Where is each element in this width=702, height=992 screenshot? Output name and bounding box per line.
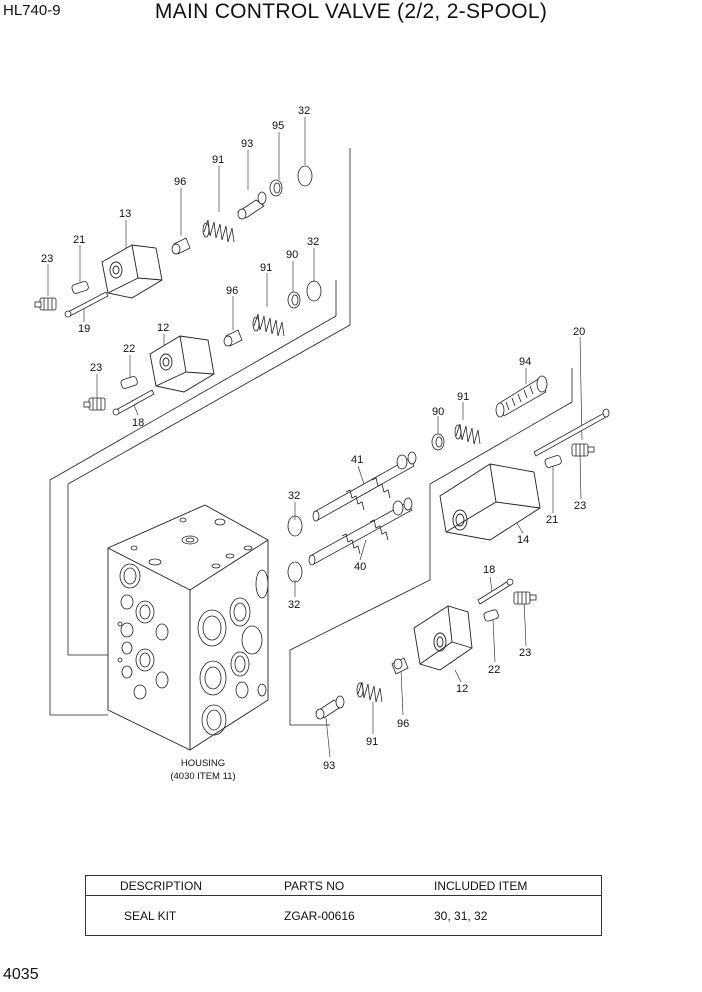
callout-96: 96 (174, 176, 186, 188)
callout-96: 96 (226, 285, 238, 297)
cover-14 (439, 463, 541, 541)
bolt-20 (533, 408, 610, 457)
cell-parts-no: ZGAR-00616 (284, 895, 434, 936)
cover-12-lower (413, 605, 473, 671)
ring-90-upper (287, 291, 301, 309)
seal-kit-table: DESCRIPTION PARTS NO INCLUDED ITEM SEAL … (85, 875, 602, 936)
spring-seat-94 (495, 375, 548, 418)
assembly-frame-right (429, 368, 573, 538)
callout-93: 93 (323, 760, 335, 772)
callout-23: 23 (90, 362, 102, 374)
spring-91-right (454, 423, 481, 445)
cell-description: SEAL KIT (85, 895, 284, 936)
spring-91-lower (356, 681, 383, 703)
callout-32: 32 (307, 236, 319, 248)
model-code: HL740-9 (3, 2, 61, 19)
oring-32-upper (297, 165, 313, 187)
callout-41: 41 (351, 454, 363, 466)
callout-91: 91 (212, 154, 224, 166)
spacer-21-upper (71, 281, 89, 294)
callout-90: 90 (286, 249, 298, 261)
housing-caption-line-1: HOUSING (181, 758, 225, 769)
callout-20: 20 (573, 326, 585, 338)
ring-90-right (431, 433, 445, 451)
callout-32: 32 (288, 599, 300, 611)
spacer-21-right (544, 455, 562, 468)
callout-18: 18 (132, 417, 144, 429)
assembly-frame-upper (67, 148, 351, 656)
housing-caption-line-2: (4030 ITEM 11) (170, 771, 235, 782)
bolt-19 (64, 291, 109, 318)
spacer-22-lower (483, 609, 499, 622)
bolt-18-lower (477, 578, 514, 605)
callout-94: 94 (519, 356, 531, 368)
bolt-18-upper (112, 389, 155, 416)
callout-12: 12 (456, 683, 468, 695)
oring-32-middle (306, 280, 322, 302)
callout-22: 22 (123, 343, 135, 355)
callout-19: 19 (78, 323, 90, 335)
plug-93-upper (237, 191, 267, 220)
valve-housing (107, 504, 269, 751)
callout-91: 91 (260, 262, 272, 274)
callout-95: 95 (272, 120, 284, 132)
spacer-22 (120, 376, 138, 389)
callout-93: 93 (241, 138, 253, 150)
header-description: DESCRIPTION (85, 875, 284, 896)
ring-95 (269, 179, 283, 197)
callout-90: 90 (432, 406, 444, 418)
plug-93-lower (315, 695, 345, 720)
header-parts-no: PARTS NO (284, 875, 434, 896)
seat-96-lower (391, 657, 409, 675)
table-header-row: DESCRIPTION PARTS NO INCLUDED ITEM (85, 875, 602, 896)
oring-32-spool-lower (287, 561, 303, 583)
callout-22: 22 (488, 664, 500, 676)
spring-91-upper (202, 219, 235, 243)
seat-96-upper (171, 237, 191, 255)
callout-23: 23 (41, 253, 53, 265)
spring-91-middle (252, 313, 285, 337)
callout-32: 32 (298, 105, 310, 117)
spool-40 (308, 497, 413, 566)
plug-23-upper (34, 297, 57, 311)
plug-23-right-lower (513, 591, 537, 605)
plug-23-middle (83, 397, 106, 411)
callout-91: 91 (457, 391, 469, 403)
callout-91: 91 (366, 736, 378, 748)
callout-23: 23 (519, 647, 531, 659)
table-row: SEAL KIT ZGAR-00616 30, 31, 32 (85, 895, 602, 936)
cover-13 (101, 244, 163, 299)
page-number: 4035 (3, 966, 39, 983)
callout-14: 14 (517, 534, 529, 546)
cell-included-item: 30, 31, 32 (434, 895, 602, 936)
cover-12-upper (149, 335, 215, 393)
seat-96-middle (223, 329, 243, 347)
page-title: MAIN CONTROL VALVE (2/2, 2-SPOOL) (154, 0, 548, 23)
callout-12: 12 (157, 322, 169, 334)
callout-40: 40 (354, 561, 366, 573)
oring-32-spool-upper (287, 515, 303, 537)
spool-41 (312, 451, 417, 522)
callout-32: 32 (288, 490, 300, 502)
plug-23-right-upper (571, 443, 595, 457)
callout-21: 21 (546, 514, 558, 526)
housing-caption: HOUSING (4030 ITEM 11) (170, 758, 235, 782)
callout-18: 18 (483, 564, 495, 576)
callout-21: 21 (73, 234, 85, 246)
header-included-item: INCLUDED ITEM (434, 875, 602, 896)
callout-96: 96 (397, 718, 409, 730)
callout-23: 23 (574, 500, 586, 512)
callout-labels: 32 95 93 91 96 13 21 23 19 90 32 91 96 1… (41, 105, 586, 772)
callout-13: 13 (119, 208, 131, 220)
